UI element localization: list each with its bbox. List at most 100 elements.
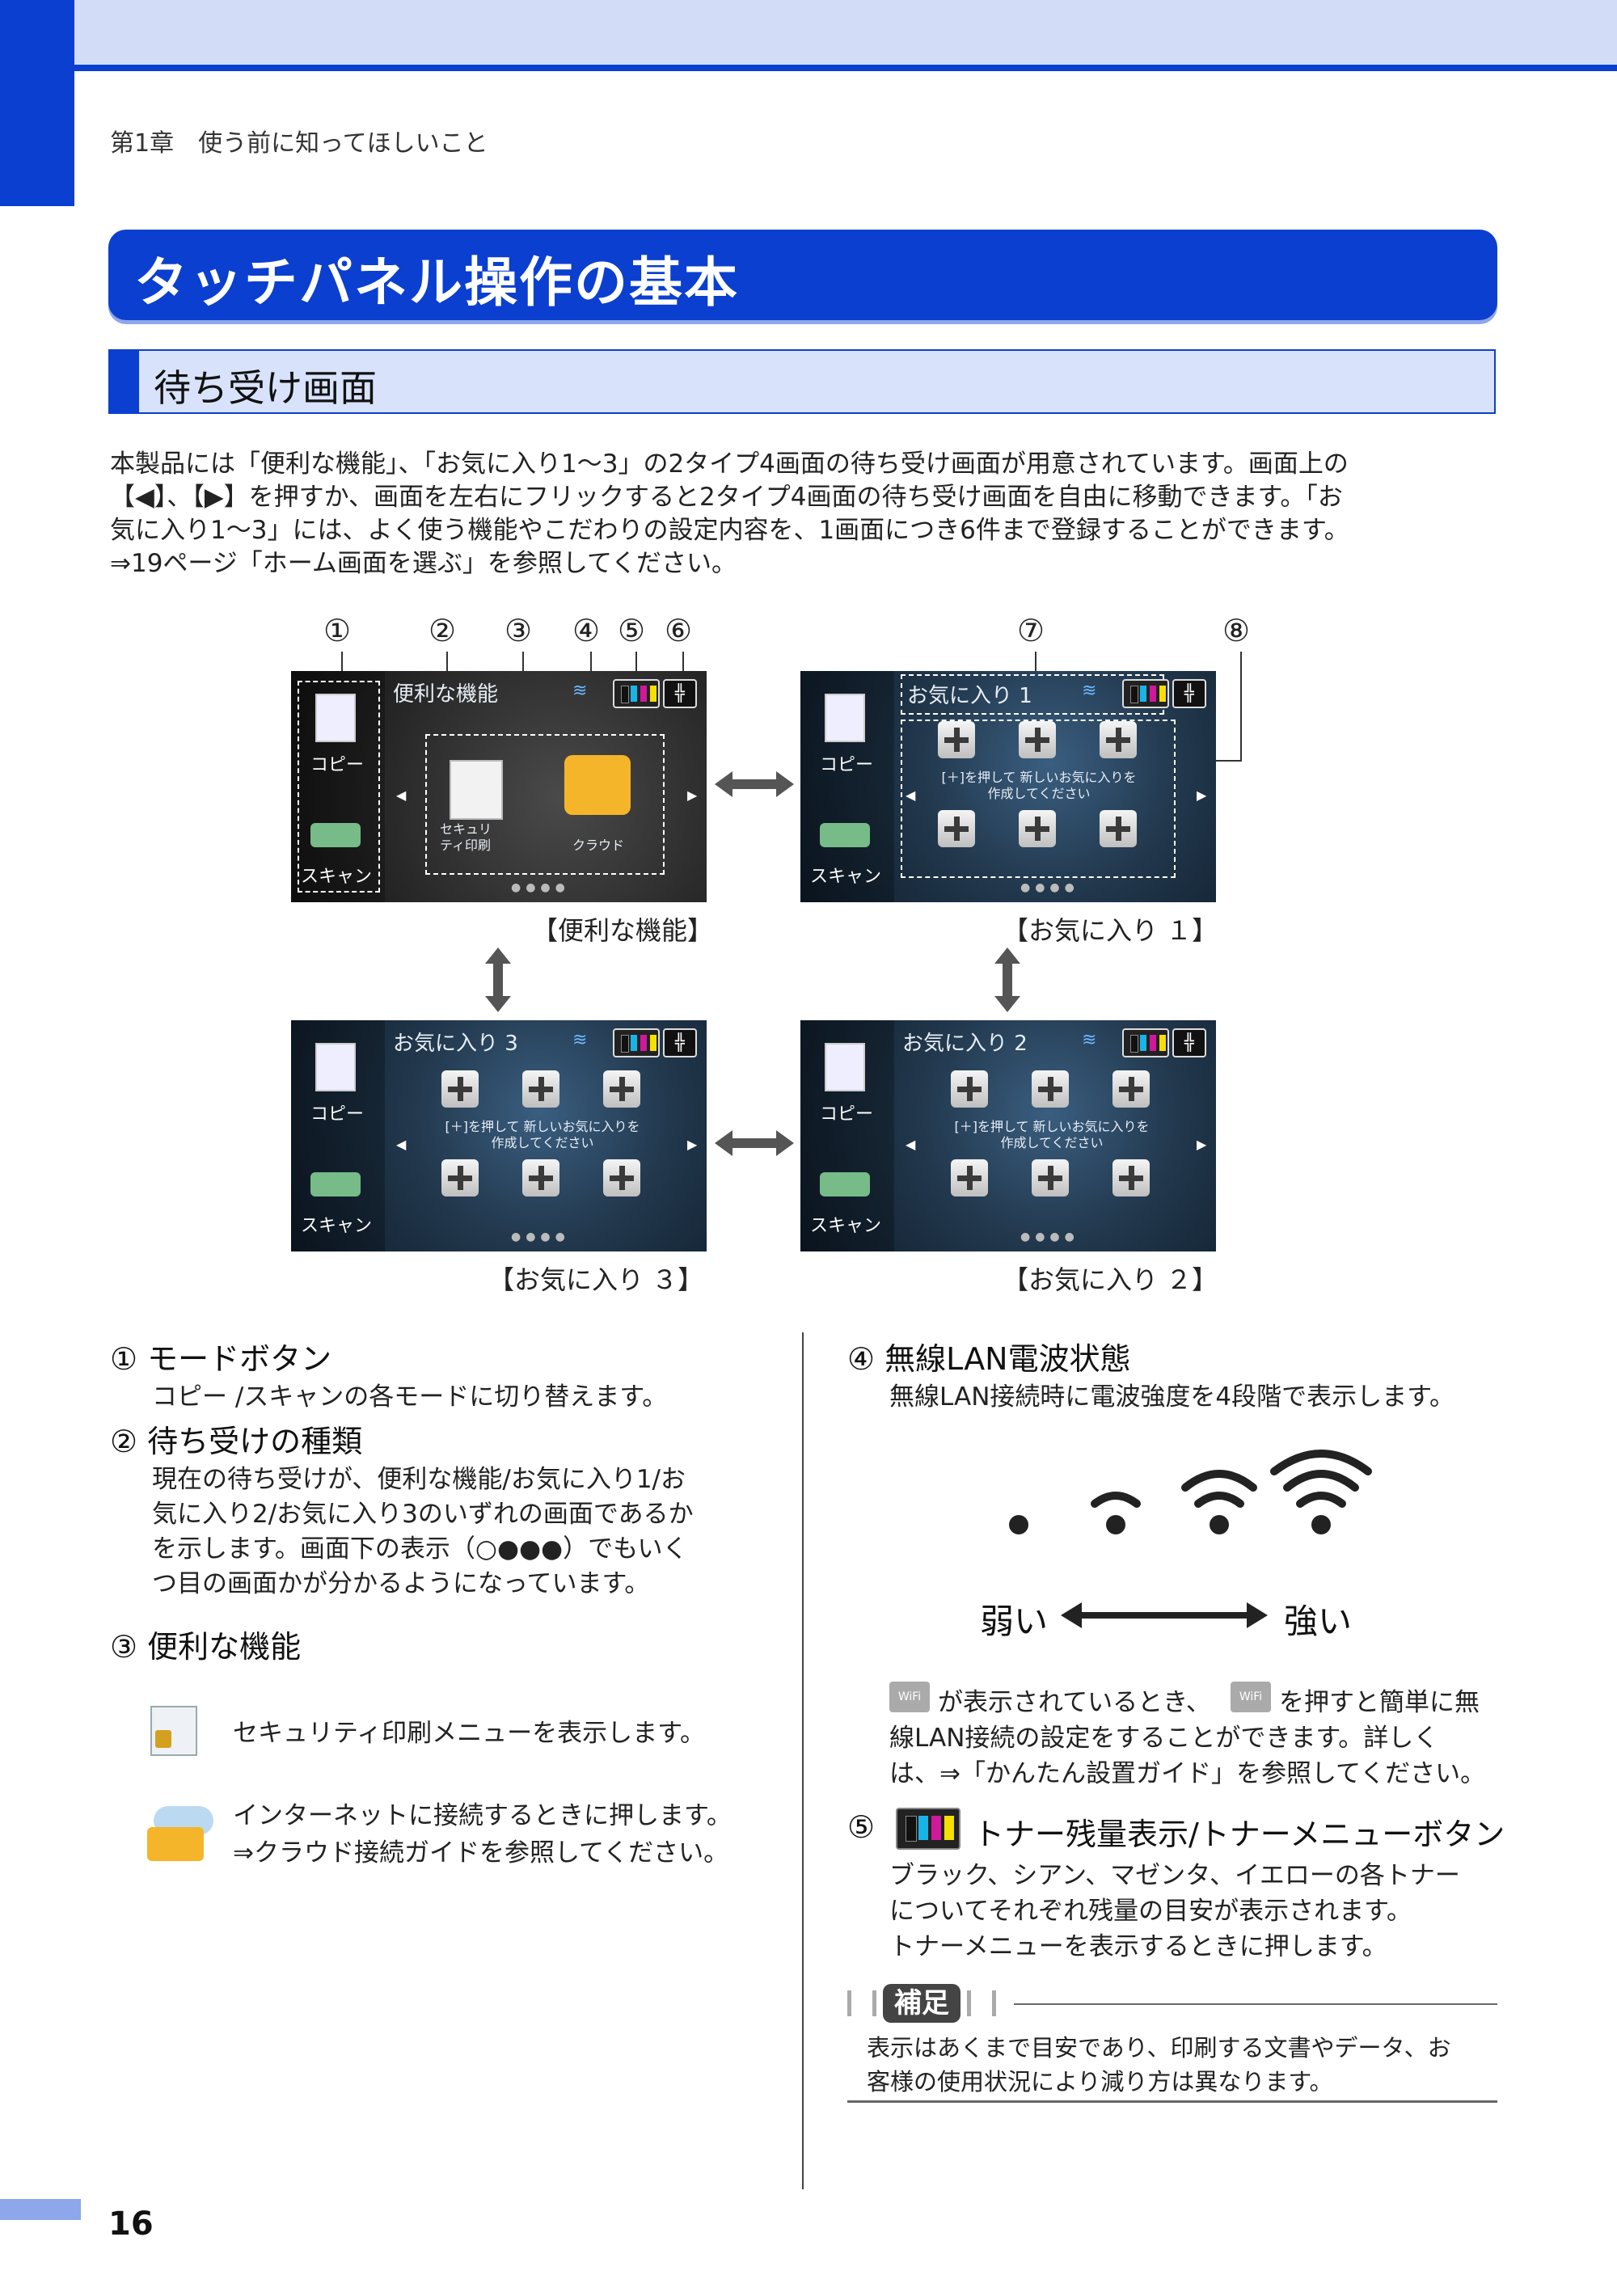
add-favorite-button[interactable] [441,1159,479,1197]
add-favorite-button[interactable] [522,1070,559,1108]
leader-line [590,652,592,681]
callout-7: ⑦ [1017,613,1045,648]
mode-copy-label: コピー [310,1104,365,1125]
copy-icon[interactable] [315,1043,356,1091]
favorites-highlight [901,720,1176,878]
screen-title: お気に入り 2 [902,1032,1028,1056]
chapter-tab [0,0,74,206]
weak-strong-arrow-icon [1061,1602,1268,1628]
section-bar [108,349,1496,414]
scan-icon[interactable] [820,823,870,847]
add-favorite-button[interactable] [951,1070,988,1108]
add-favorite-button[interactable] [938,810,975,847]
caption-fav3: 【お気に入り ３】 [488,1264,704,1295]
item-type-body: 気に入り2/お気に入り3のいずれの画面であるか [152,1500,694,1529]
hosoku-badge: 補足 [847,1984,998,2023]
tools-icon[interactable]: ╬ [1172,679,1206,708]
toner-icon[interactable] [1122,1028,1169,1057]
add-favorite-button[interactable] [938,721,975,758]
cloud-icon[interactable] [564,755,631,815]
intro-line: 【◀】、【▶】を押すか、画面を左右にフリックすると2タイプ4画面の待ち受け画面を… [110,483,1343,512]
item-mode-head: ① モードボタン [110,1341,332,1377]
wifi-note: は、⇒「かんたん設置ガイド」を参照してください。 [889,1759,1486,1788]
left-arrow[interactable]: ◀ [906,787,916,803]
right-arrow[interactable]: ▶ [687,787,698,803]
scan-icon[interactable] [310,823,361,847]
toner-icon[interactable] [613,679,660,708]
item-mode-body: コピー /スキャンの各モードに切り替えます。 [152,1382,668,1412]
wifi-note: が表示されているとき、 [938,1688,1211,1717]
chapter-label: 第1章 使う前に知ってほしいこと [110,129,488,158]
right-arrow[interactable]: ▶ [687,1137,698,1152]
tools-icon[interactable]: ╬ [663,679,697,708]
add-favorite-button[interactable] [1100,721,1137,758]
intro-line: 気に入り1～3」には、よく使う機能やこだわりの設定内容を、1画面につき6件まで登… [110,516,1349,545]
item-wifi-head: ④ 無線LAN電波状態 [847,1341,1131,1377]
section-marker [108,349,139,414]
caption-fav1: 【お気に入り １】 [1003,915,1218,946]
toner-icon[interactable] [1122,679,1169,708]
item-wifi-body: 無線LAN接続時に電波強度を4段階で表示します。 [889,1382,1454,1412]
wifi-status-icon[interactable]: ≋ [1082,1030,1097,1050]
favorite-hint: [＋]を押して 新しいお気に入りを 作成してください [954,1119,1150,1150]
wifi-status-icon[interactable]: ≋ [572,681,588,701]
caption-fav2: 【お気に入り ２】 [1003,1264,1218,1295]
tools-icon[interactable]: ╬ [1172,1028,1206,1057]
add-favorite-button[interactable] [1100,810,1137,847]
add-favorite-button[interactable] [1112,1159,1150,1197]
section-title: 待ち受け画面 [154,366,377,410]
copy-icon[interactable] [825,1043,865,1091]
item-type-body: 現在の待ち受けが、便利な機能/お気に入り1/お [152,1465,686,1494]
left-arrow[interactable]: ◀ [906,1137,916,1152]
column-divider [802,1332,804,2189]
wifi-status-icon[interactable]: ≋ [572,1030,588,1050]
left-arrow[interactable]: ◀ [396,787,407,803]
mode-scan-label: スキャン [301,867,373,887]
page-dots: ●●●● [1020,881,1079,894]
add-favorite-button[interactable] [1112,1070,1150,1108]
wifi-note: 線LAN接続の設定をすることができます。詳しく [889,1724,1439,1753]
add-favorite-button[interactable] [603,1159,640,1197]
right-arrow[interactable]: ▶ [1197,1137,1207,1152]
intro-line: 本製品には「便利な機能」、「お気に入り1～3」の2タイプ4画面の待ち受け画面が用… [110,449,1349,479]
toner-icon [896,1808,960,1850]
callout-8: ⑧ [1222,613,1251,648]
leader-line [1240,652,1242,762]
wifi-status-icon[interactable]: ≋ [1082,681,1097,701]
add-favorite-button[interactable] [1019,810,1056,847]
mode-copy-label: コピー [820,755,874,775]
leader-line [682,652,684,681]
double-arrow-vertical-icon [485,948,511,1012]
toner-icon[interactable] [613,1028,660,1057]
screen-title: 便利な機能 [393,682,499,707]
hosoku-rule [1014,2003,1497,2005]
cloud-label: クラウド [572,838,624,853]
screen-title: お気に入り 3 [393,1032,518,1056]
add-favorite-button[interactable] [441,1070,479,1108]
scan-icon[interactable] [820,1172,870,1197]
caption-benri: 【便利な機能】 [532,915,714,946]
page-dots: ●●●● [511,1230,570,1243]
add-favorite-button[interactable] [603,1070,640,1108]
add-favorite-button[interactable] [1032,1070,1069,1108]
copy-icon[interactable] [315,694,356,742]
add-favorite-button[interactable] [1019,721,1056,758]
favorite-hint: [＋]を押して 新しいお気に入りを 作成してください [445,1119,640,1150]
security-print-label: セキュリ ティ印刷 [440,821,492,853]
copy-icon[interactable] [825,694,865,742]
add-favorite-button[interactable] [522,1159,559,1197]
right-arrow[interactable]: ▶ [1197,787,1207,803]
add-favorite-button[interactable] [951,1159,988,1197]
left-arrow[interactable]: ◀ [396,1137,407,1152]
wifi-button-icon: WiFi [889,1682,930,1712]
scan-icon[interactable] [310,1172,361,1197]
security-print-icon[interactable] [450,760,503,820]
leader-line [635,652,637,681]
item-type-body: を示します。画面下の表示（○●●●）でもいく [152,1534,688,1564]
tools-icon[interactable]: ╬ [663,1028,697,1057]
item-toner-num: ⑤ [847,1809,876,1845]
add-favorite-button[interactable] [1032,1159,1069,1197]
hosoku-text: 表示はあくまで目安であり、印刷する文書やデータ、お [867,2034,1451,2062]
screen-fav2: コピー スキャン お気に入り 2 ≋ ╬ [＋]を押して 新しいお気に入りを 作… [800,1020,1216,1251]
hosoku-label: 補足 [883,1984,960,2023]
